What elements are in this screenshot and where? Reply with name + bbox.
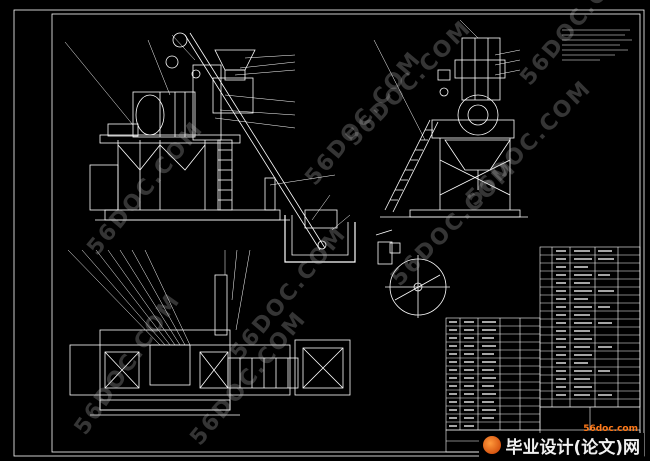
outer-border	[13, 9, 645, 457]
detail-views	[375, 229, 450, 318]
inner-border	[51, 13, 641, 453]
table-text-marks	[449, 250, 614, 427]
logo-swirl-icon	[483, 436, 502, 454]
side-view-leaders	[373, 19, 521, 141]
plan-view	[69, 274, 351, 416]
front-view	[89, 32, 356, 263]
site-logo[interactable]: 56doc.com 毕业设计(论文)网	[479, 424, 644, 458]
side-view	[380, 37, 528, 218]
plan-view-leaders	[67, 249, 251, 346]
logo-brand: 毕业设计(论文)网	[505, 437, 640, 458]
front-view-leaders	[64, 34, 351, 231]
technical-notes	[562, 29, 632, 61]
logo-url: 56doc.com	[583, 424, 638, 434]
parts-list-table	[539, 246, 641, 408]
parts-list-table-2	[445, 317, 541, 431]
